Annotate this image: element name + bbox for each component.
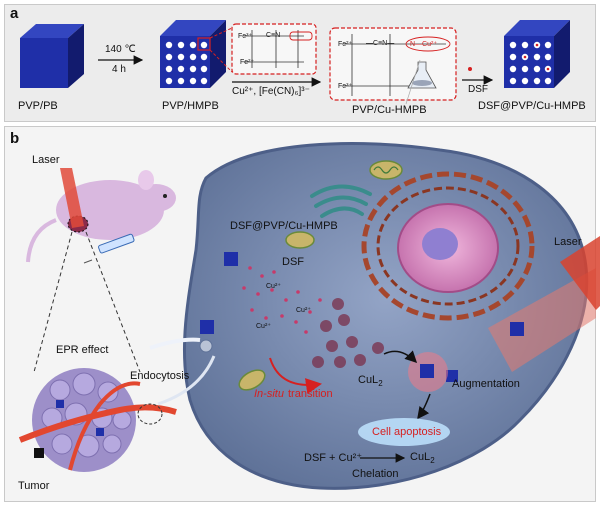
- condition-cu-ferricyanide: Cu²⁺, [Fe(CN)₆]³⁻: [232, 86, 310, 97]
- label-chelation: Chelation: [352, 468, 399, 480]
- stage-label-pvp-cu-hmpb: PVP/Cu-HMPB: [352, 104, 427, 116]
- hmpb-lattice-zoom: [231, 23, 317, 75]
- endocytosis-link: [157, 355, 216, 406]
- condition-time: 4 h: [112, 64, 126, 75]
- label-cul2: CuL2: [358, 374, 383, 389]
- condition-dsf: DSF: [468, 84, 488, 95]
- label-dsf: DSF: [282, 256, 304, 268]
- lattice-ceqn-b: —C≡N—: [366, 40, 395, 47]
- tumor: [18, 368, 177, 472]
- cul2-aggregates: [312, 298, 384, 368]
- panel-a-graphics: [20, 20, 570, 105]
- label-chelation-product: CuL2: [410, 451, 435, 466]
- label-transition: transition: [288, 388, 333, 400]
- label-laser-left: Laser: [32, 154, 60, 166]
- stage-label-pvp-pb: PVP/PB: [18, 100, 58, 112]
- golgi-apparatus: [310, 184, 372, 218]
- stage-label-dsf-cu-hmpb: DSF@PVP/Cu-HMPB: [478, 100, 586, 112]
- label-tumor: Tumor: [18, 480, 50, 492]
- label-in-situ: In-situ: [254, 388, 284, 400]
- nanocube-in-cell: [200, 252, 524, 382]
- label-augmentation: Augmentation: [452, 378, 520, 390]
- dsf-particles: [242, 266, 322, 334]
- augmentation-burst: [408, 352, 448, 392]
- panel-a-label: a: [10, 5, 19, 22]
- in-situ-arrow: [269, 357, 322, 394]
- apoptosis-glow: [358, 418, 450, 446]
- label-endocytosis: Endocytosis: [130, 370, 190, 382]
- laser-beam-left: [60, 168, 84, 228]
- cu-ion-label-3: Cu²⁺: [256, 323, 271, 330]
- zoom-line-left: [33, 231, 73, 373]
- nucleus-and-er: [361, 171, 535, 321]
- lattice-fe2-b: Fe²⁺: [338, 41, 353, 48]
- pvp-pb-cube: [20, 24, 84, 88]
- syringe: [83, 233, 135, 264]
- lattice-cn-a: C≡N: [266, 32, 281, 39]
- cu-ion-label-2: Cu²⁺: [296, 307, 311, 314]
- label-laser-right: Laser: [554, 236, 582, 248]
- label-chelation-reactants: DSF + Cu²⁺: [304, 452, 363, 464]
- pvp-hmpb-cube: [160, 20, 226, 88]
- label-dsf-nano: DSF@PVP/Cu-HMPB: [230, 220, 338, 232]
- lattice-ncu-b: N—Cu²⁺: [410, 41, 438, 48]
- endocytosis-zoom-circle: [137, 403, 163, 425]
- lattice-fe3-b: Fe³⁺: [338, 83, 353, 90]
- dsf-cu-hmpb-cube: [504, 20, 570, 88]
- lattice-fe3-a: Fe³⁺: [238, 33, 253, 40]
- augmentation-to-apoptosis-arrow: [417, 393, 431, 420]
- cul2-to-augmentation-arrow: [383, 350, 418, 364]
- stage-label-pvp-hmpb: PVP/HMPB: [162, 100, 219, 112]
- mitochondrion-mid: [285, 231, 315, 249]
- label-cell-apoptosis: Cell apoptosis: [372, 426, 442, 438]
- cu-ion-label-1: Cu²⁺: [266, 283, 281, 290]
- laser-beam-right: [488, 236, 600, 372]
- label-epr-effect: EPR effect: [56, 344, 109, 356]
- mitochondrion-left: [238, 369, 266, 391]
- condition-temperature: 140 ℃: [105, 44, 136, 55]
- mitochondrion-top: [369, 160, 403, 180]
- endosome: [199, 339, 213, 353]
- lattice-fe2-a: Fe²⁺: [240, 59, 255, 66]
- panel-b-label: b: [10, 130, 20, 147]
- cu-hmpb-lattice-zoom: [329, 27, 457, 101]
